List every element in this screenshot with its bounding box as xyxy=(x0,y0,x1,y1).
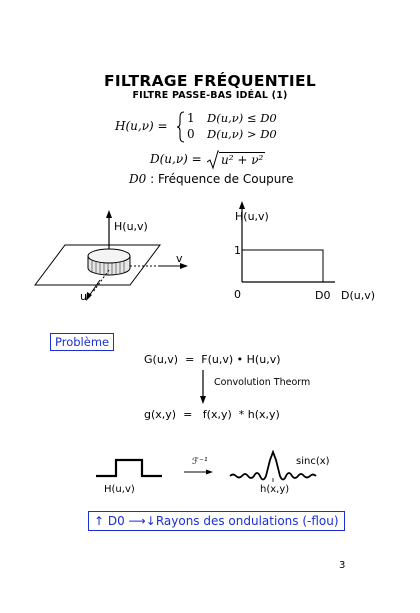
axis-u-label: u xyxy=(80,290,87,303)
plot-tick-d0: D0 xyxy=(315,289,330,302)
plot-tick-one: 1 xyxy=(234,244,241,257)
probleme-label: Problème xyxy=(50,333,115,351)
inverse-fourier-operator: ℱ⁻¹ xyxy=(192,457,208,467)
down-arrow-icon xyxy=(200,370,206,404)
rect-label: H(u,v) xyxy=(104,484,135,495)
case2-value: 0 xyxy=(187,127,195,141)
plot-xlabel: D(u,v) xyxy=(341,289,375,302)
sqrt-icon xyxy=(207,150,219,170)
plot-origin: 0 xyxy=(234,288,241,301)
hxy-label: h(x,y) xyxy=(260,484,289,495)
brace-icon xyxy=(176,111,185,143)
filter-3d-diagram: H(u,v) v u xyxy=(34,210,188,303)
equation-h: H(u,ν) = 1 D(u,ν) ≤ D0 0 D(u,ν) > D0 xyxy=(115,110,315,144)
sinc-label: sinc(x) xyxy=(296,456,330,467)
cutoff-text: : Fréquence de Coupure xyxy=(150,172,294,186)
filter-2d-plot: H(u,v) 1 0 D0 D(u,v) xyxy=(234,201,375,302)
equation-d-lhs: D(u,ν) = xyxy=(150,152,202,166)
page-title: FILTRAGE FRÉQUENTIEL xyxy=(103,72,317,90)
equation-d: D(u,ν) = u² + ν² xyxy=(150,150,300,170)
conv-equation-1: G(u,v) = F(u,v) • H(u,v) xyxy=(144,353,281,366)
page-subtitle: FILTRE PASSE-BAS IDÉAL (1) xyxy=(132,90,288,101)
transform-diagram: H(u,v) ℱ⁻¹ sinc(x) h(x,y) xyxy=(96,450,330,495)
convolution-label: Convolution Theorm xyxy=(214,377,311,388)
equation-h-lhs: H(u,ν) = xyxy=(115,119,168,133)
page-number: 3 xyxy=(339,560,346,571)
case1-condition: D(u,ν) ≤ D0 xyxy=(207,111,277,125)
plot-ylabel: H(u,v) xyxy=(235,210,269,223)
cutoff-line: D0 : Fréquence de Coupure xyxy=(129,172,293,186)
sqrt-radicand: u² + ν² xyxy=(219,152,266,167)
axis-h-label: H(u,v) xyxy=(114,220,148,233)
conclusion-box: ↑ D0 ⟶↓Rayons des ondulations (-flou) xyxy=(88,511,345,531)
case1-value: 1 xyxy=(187,111,195,125)
conv-equation-2: g(x,y) = f(x,y) * h(x,y) xyxy=(144,408,280,421)
conclusion-text: ↑ D0 ⟶↓Rayons des ondulations (-flou) xyxy=(94,514,339,528)
case2-condition: D(u,ν) > D0 xyxy=(207,127,277,141)
axis-v-label: v xyxy=(176,252,183,265)
cutoff-symbol: D0 xyxy=(129,172,147,186)
